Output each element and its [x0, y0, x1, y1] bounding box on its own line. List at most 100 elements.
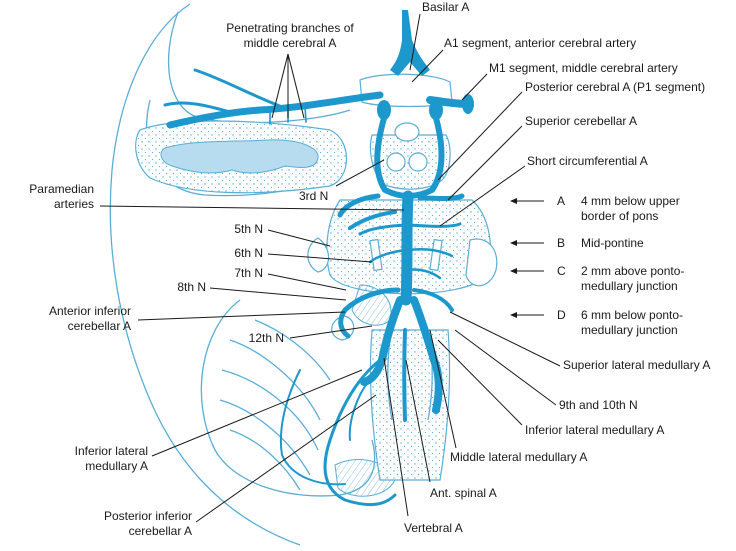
medulla-stipple — [370, 330, 450, 480]
label-inf-lat-med-l-2: medullary A — [85, 459, 148, 473]
leader-aica — [137, 311, 346, 321]
leader-basilar — [409, 13, 421, 71]
leader-sixth-n — [267, 253, 373, 263]
label-seventh-n: 7th N — [234, 266, 263, 280]
cerebellum-fold — [229, 429, 301, 491]
leader-fifth-n — [267, 229, 331, 247]
label-inf-lat-med-r: Inferior lateral medullary A — [525, 423, 664, 437]
anterior-spinal-artery — [402, 328, 407, 422]
level-desc-d-2: medullary junction — [581, 323, 678, 337]
label-aica-1: Anterior inferior — [49, 304, 131, 318]
leader-ant-spinal — [405, 359, 431, 483]
leader-paramedian — [99, 205, 405, 211]
label-paramedian-1: Paramedian — [29, 182, 94, 196]
sixth-nerve-left — [369, 238, 383, 272]
level-letter-b: B — [557, 236, 565, 250]
sca-right — [417, 193, 465, 201]
label-a1: A1 segment, anterior cerebral artery — [444, 36, 636, 50]
label-ant-spinal: Ant. spinal A — [430, 486, 497, 500]
leader-seventh-n — [267, 273, 347, 291]
leader-short-circ — [439, 165, 526, 227]
leader-penetrating-3 — [287, 53, 305, 119]
pica-left — [323, 358, 397, 507]
label-sup-lat-med: Superior lateral medullary A — [563, 358, 710, 372]
pontine-branch — [368, 248, 408, 264]
basilar-artery — [400, 190, 414, 306]
vertebral-left — [360, 296, 404, 386]
short-circumferential-branch — [406, 222, 462, 228]
cerebellum-fold — [219, 399, 311, 476]
sixth-nerve-right — [429, 238, 443, 272]
mca-left-trunk — [166, 91, 384, 129]
cerebellum-fold — [254, 319, 331, 381]
label-pica-2: cerebellar A — [129, 524, 192, 538]
label-inf-lat-med-l-1: Inferior lateral — [75, 444, 148, 458]
leader-pca — [437, 91, 523, 181]
label-sca: Superior cerebellar A — [525, 114, 637, 128]
mca-right-cut — [462, 94, 474, 114]
label-vertebral: Vertebral A — [404, 521, 463, 535]
level-desc-b-1: Mid-pontine — [581, 236, 644, 250]
pontine-branch — [405, 268, 442, 280]
hemisphere-outline — [109, 3, 301, 546]
pca-left-branch — [337, 193, 381, 218]
level-arrows — [510, 198, 544, 318]
label-m1: M1 segment, middle cerebral artery — [489, 61, 678, 75]
labels: Basilar A Penetrating branches of middle… — [29, 0, 710, 538]
leader-eighth-n — [209, 287, 347, 301]
leader-third-n — [335, 159, 385, 187]
level-desc-c-2: medullary junction — [581, 279, 678, 293]
penetrating-branch — [304, 105, 307, 123]
leader-sca — [447, 125, 523, 201]
pica-left-branch — [279, 369, 346, 486]
pca-right — [405, 115, 445, 199]
section-blob — [160, 139, 319, 174]
label-penetrating-2: middle cerebral A — [244, 36, 337, 50]
right-pons-stub — [465, 238, 498, 287]
pontine-branch — [406, 248, 454, 258]
leader-mid-lat-med — [429, 329, 457, 449]
leader-vertebral — [383, 357, 409, 517]
level-legend: A 4 mm below upper border of pons B Mid-… — [557, 194, 684, 337]
leader-sup-lat-med — [449, 311, 561, 367]
left-pons-stub — [307, 237, 330, 273]
pituitary-stalk — [394, 122, 420, 142]
leader-ninth-tenth — [454, 329, 557, 406]
label-sixth-n: 6th N — [234, 246, 263, 260]
anatomy-outlines — [109, 3, 498, 546]
ica-right-cut — [429, 100, 443, 120]
ica-left-cut — [377, 100, 391, 120]
leader-lines — [99, 13, 561, 523]
label-short-circ: Short circumferential A — [527, 154, 648, 168]
label-eighth-n: 8th N — [177, 280, 206, 294]
level-letter-a: A — [557, 194, 565, 208]
label-aica-2: cerebellar A — [68, 319, 131, 333]
level-desc-c-1: 2 mm above ponto- — [581, 264, 684, 278]
label-penetrating-1: Penetrating branches of — [226, 21, 354, 35]
anterior-cerebral-artery — [390, 10, 430, 76]
cerebellum-fold — [229, 339, 321, 421]
label-fifth-n: 5th N — [234, 222, 263, 236]
mca-left-lower-branch — [163, 101, 232, 114]
label-paramedian-2: arteries — [54, 197, 94, 211]
leader-penetrating-1 — [271, 53, 289, 119]
label-third-n: 3rd N — [299, 189, 328, 203]
leader-pica — [195, 394, 377, 523]
leader-inf-lat-med-r — [437, 339, 523, 426]
mammillary-right — [408, 152, 428, 172]
sca-left — [348, 210, 397, 230]
leader-inf-lat-med-l — [151, 369, 363, 457]
pica-left-loop — [348, 381, 369, 441]
label-pca: Posterior cerebral A (P1 segment) — [525, 80, 705, 94]
level-desc-a-2: border of pons — [581, 209, 658, 223]
level-desc-d-1: 6 mm below ponto- — [581, 308, 683, 322]
leader-twelfth-n — [289, 325, 373, 339]
label-ninth-tenth: 9th and 10th N — [559, 398, 638, 412]
aica-right — [412, 288, 454, 312]
mammillary-left — [386, 152, 406, 172]
vertebral-right — [410, 296, 443, 414]
label-twelfth-n: 12th N — [249, 331, 284, 345]
label-pica-1: Posterior inferior — [104, 509, 192, 523]
